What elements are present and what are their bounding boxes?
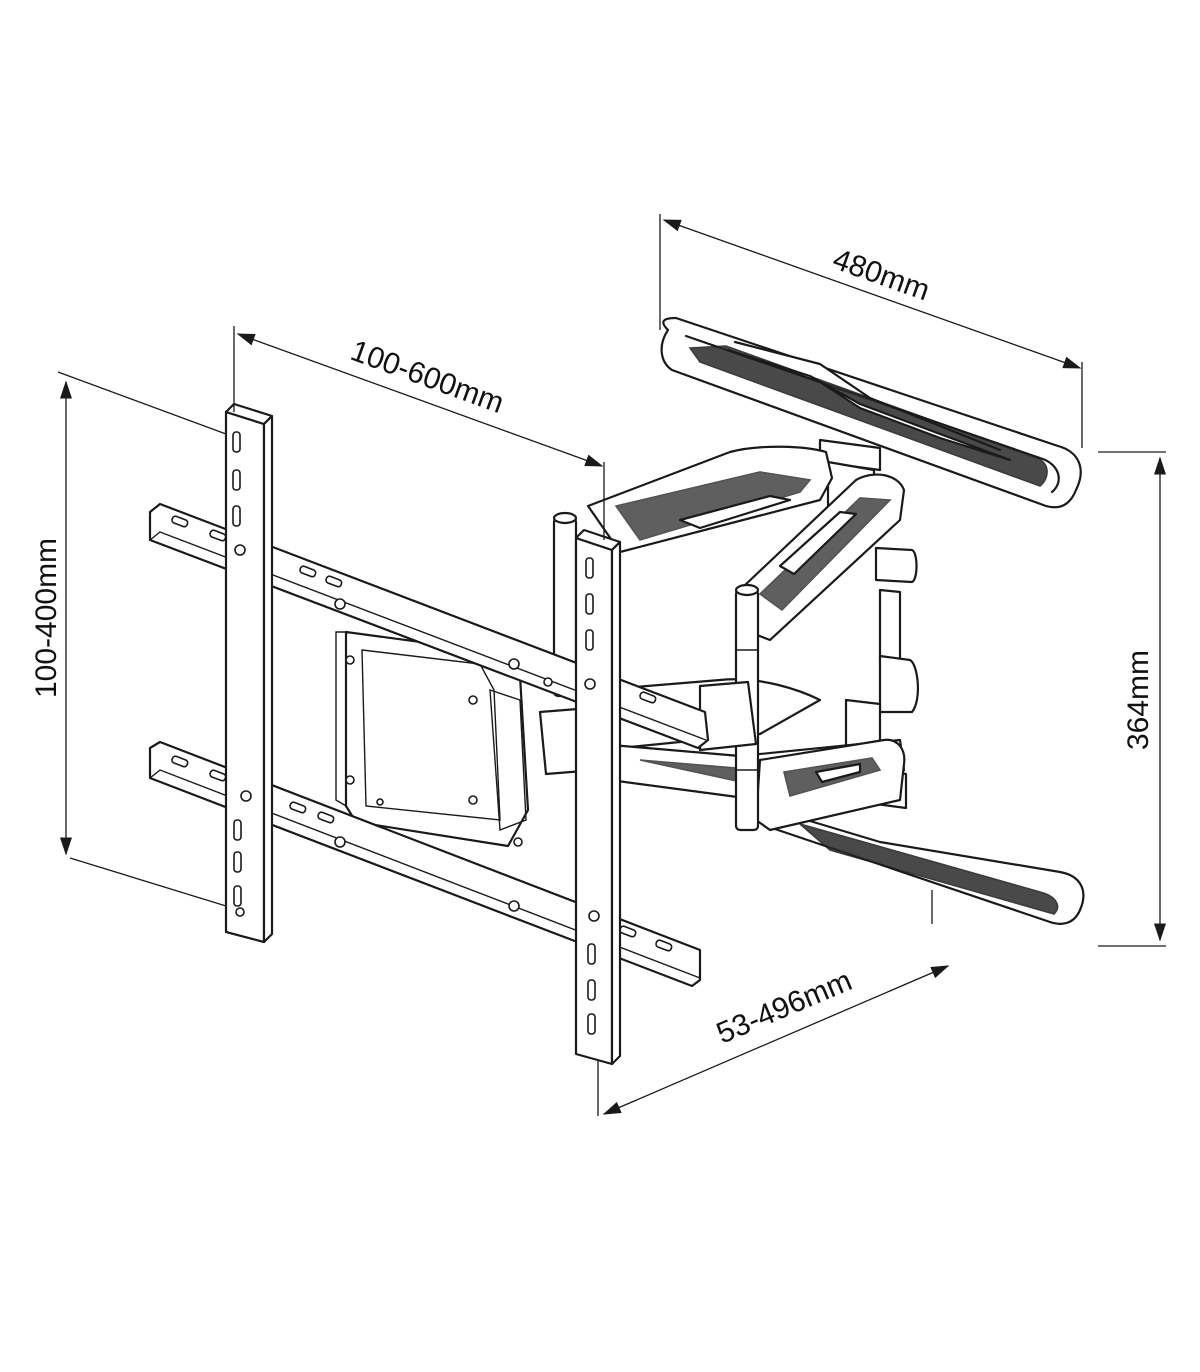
dimension-364mm: 364mm [1098, 451, 1167, 947]
dimension-53-496mm: 53-496mm [597, 890, 950, 1116]
vertical-bracket-left [224, 402, 274, 944]
dimension-100-600mm: 100-600mm [233, 326, 605, 540]
dimension-label-100-600mm: 100-600mm [346, 334, 508, 420]
dimension-label-100-400mm: 100-400mm [30, 538, 63, 698]
vertical-bracket-right [574, 528, 622, 1066]
horizontal-rail-upper [148, 502, 710, 750]
wall-plate [660, 316, 1085, 925]
dimension-label-364mm: 364mm [1122, 650, 1155, 750]
dimension-100-400mm: 100-400mm [30, 371, 227, 907]
dimension-label-53-496mm: 53-496mm [712, 964, 857, 1050]
